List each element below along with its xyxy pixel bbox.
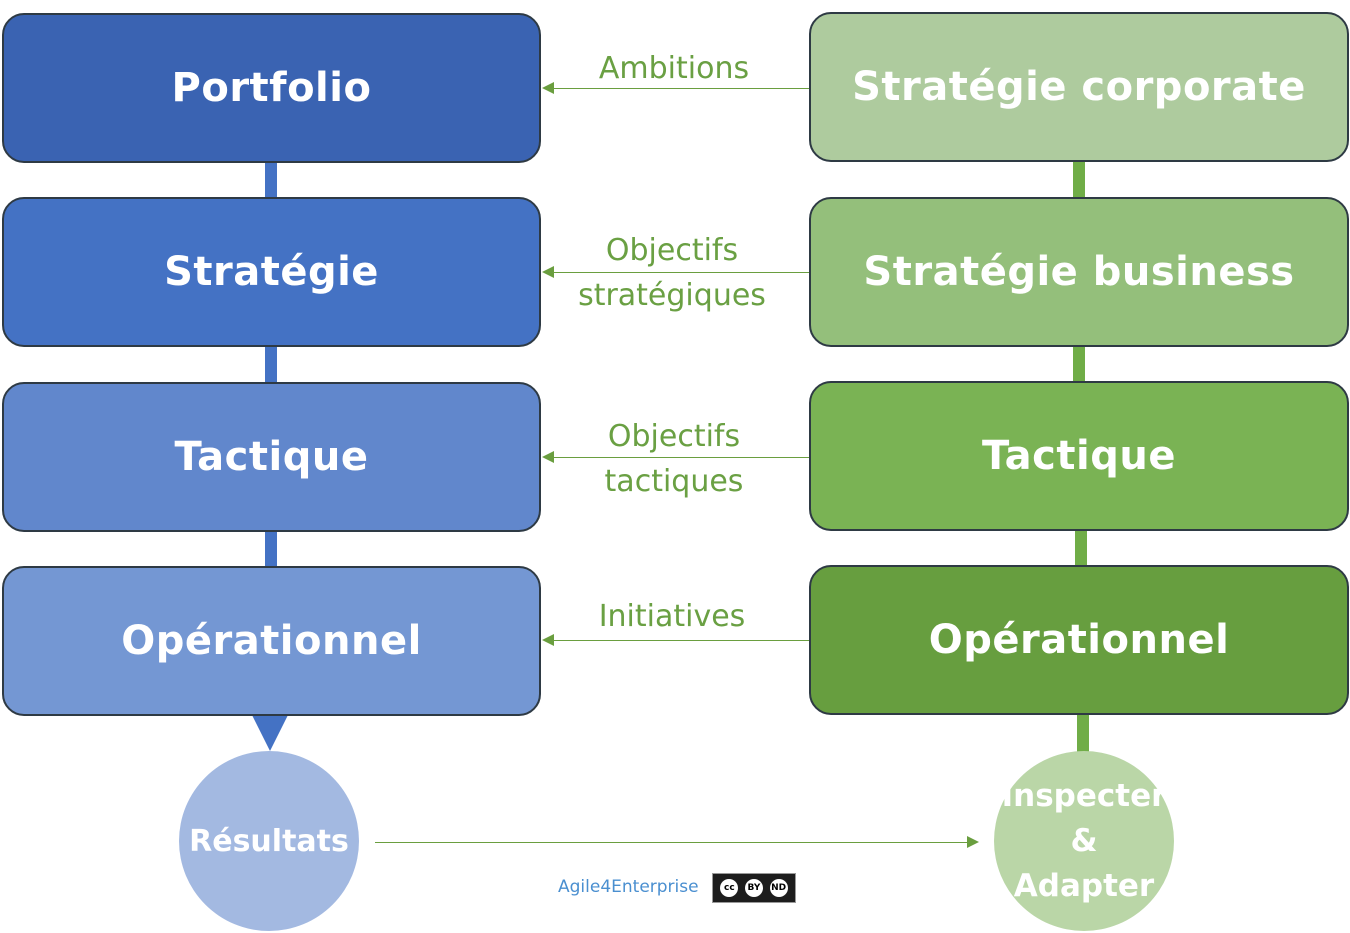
box-label: Stratégie corporate [852, 64, 1306, 110]
by-icon: BY [744, 879, 763, 897]
arrow-left-icon [542, 451, 554, 463]
left-box-strategie: Stratégie [2, 197, 541, 347]
arrow-line-4 [553, 640, 809, 641]
results-arrow-line [375, 842, 969, 843]
inspect-line: Adapter [1013, 867, 1155, 904]
connection-label-objectifs-strategiques: Objectifs stratégiques [542, 228, 802, 318]
cc-icon: cc [720, 879, 739, 897]
results-label: Résultats [189, 823, 349, 859]
credit-text: Agile4Enterprise [558, 877, 699, 897]
left-box-tactique: Tactique [2, 382, 541, 532]
left-connector-2 [265, 346, 277, 382]
left-box-operationnel: Opérationnel [2, 566, 541, 716]
arrow-line-3 [553, 457, 809, 458]
box-label: Opérationnel [928, 617, 1230, 663]
right-connector-3 [1075, 529, 1087, 566]
left-connector-1 [265, 162, 277, 198]
arrow-line-2 [553, 272, 809, 273]
label-line: Initiatives [598, 599, 746, 634]
box-label: Stratégie business [863, 249, 1295, 295]
arrow-left-icon [542, 82, 554, 94]
down-arrow-icon [252, 715, 288, 751]
left-box-portfolio: Portfolio [2, 13, 541, 163]
box-label: Stratégie [164, 249, 379, 295]
box-label: Portfolio [171, 65, 372, 111]
label-line: tactiques [604, 464, 744, 499]
right-box-tactique: Tactique [809, 381, 1349, 531]
right-connector-2 [1073, 345, 1085, 382]
left-connector-3 [265, 530, 277, 567]
connection-label-ambitions: Ambitions [544, 46, 804, 91]
right-connector-4 [1077, 714, 1089, 754]
arrow-left-icon [542, 266, 554, 278]
box-label: Opérationnel [121, 618, 422, 664]
right-box-strategie-corporate: Stratégie corporate [809, 12, 1349, 162]
arrow-line-1 [553, 88, 809, 89]
inspect-line: Inspecter [1001, 777, 1167, 814]
arrow-right-icon [967, 836, 979, 848]
connection-label-initiatives: Initiatives [542, 594, 802, 639]
box-label: Tactique [982, 433, 1176, 479]
cc-license-badge: cc BY ND [712, 873, 796, 903]
label-line: stratégiques [578, 278, 766, 313]
label-line: Objectifs [605, 233, 739, 268]
results-circle: Résultats [179, 751, 359, 931]
connection-label-objectifs-tactiques: Objectifs tactiques [544, 414, 804, 504]
inspect-adapt-circle: Inspecter & Adapter [994, 751, 1174, 931]
right-box-operationnel: Opérationnel [809, 565, 1349, 715]
box-label: Tactique [174, 434, 369, 480]
label-line: Objectifs [607, 419, 741, 454]
label-line: Ambitions [598, 51, 750, 86]
right-connector-1 [1073, 161, 1085, 198]
right-box-strategie-business: Stratégie business [809, 197, 1349, 347]
arrow-left-icon [542, 634, 554, 646]
nd-icon: ND [769, 879, 788, 897]
inspect-line: & [1070, 822, 1098, 859]
